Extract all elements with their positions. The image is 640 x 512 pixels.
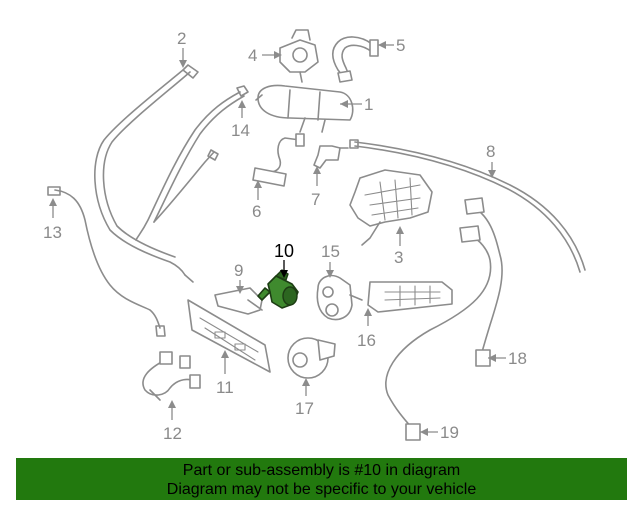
callout-19: 19 — [420, 423, 459, 442]
part-13-line[interactable] — [47, 186, 166, 337]
part-14-vacuum-line[interactable] — [135, 85, 249, 241]
callout-12: 12 — [163, 400, 182, 443]
part-4-valve[interactable] — [279, 29, 319, 83]
callout-9: 9 — [234, 261, 244, 294]
callout-15-label: 15 — [321, 242, 340, 261]
part-10-highlighted-valve[interactable] — [257, 269, 299, 309]
part-5-hose[interactable] — [331, 36, 379, 83]
callout-2-label: 2 — [177, 29, 186, 48]
callout-16: 16 — [357, 308, 376, 350]
part-19-sensor[interactable] — [385, 225, 492, 441]
part-1-canister[interactable] — [255, 84, 354, 133]
callout-10: 10 — [274, 241, 294, 278]
callout-15: 15 — [321, 242, 340, 278]
part-12-hose[interactable] — [142, 351, 201, 401]
callout-2: 2 — [177, 29, 187, 68]
callout-1-label: 1 — [364, 95, 373, 114]
callout-17-label: 17 — [295, 399, 314, 418]
part-6-hose[interactable] — [252, 133, 305, 187]
callout-7: 7 — [311, 166, 321, 209]
callout-17: 17 — [295, 378, 314, 418]
callout-4-label: 4 — [248, 46, 257, 65]
callout-7-label: 7 — [311, 190, 320, 209]
part-7-connector[interactable] — [313, 145, 349, 169]
callout-3: 3 — [394, 226, 404, 267]
callout-18: 18 — [488, 349, 527, 368]
callout-18-label: 18 — [508, 349, 527, 368]
callout-14: 14 — [231, 100, 250, 140]
callout-11: 11 — [216, 350, 234, 397]
part-17-valve[interactable] — [287, 337, 336, 379]
callout-8: 8 — [486, 142, 496, 178]
callout-1: 1 — [340, 95, 373, 114]
callout-14-label: 14 — [231, 121, 250, 140]
callout-11-label: 11 — [216, 378, 234, 397]
banner-line-disclaimer: Diagram may not be specific to your vehi… — [166, 481, 477, 498]
info-banner: Part or sub-assembly is #10 in diagram D… — [16, 458, 627, 500]
banner-line-part-reference: Part or sub-assembly is #10 in diagram — [182, 462, 461, 479]
callout-13-label: 13 — [43, 223, 62, 242]
callout-19-label: 19 — [440, 423, 459, 442]
part-8-tube[interactable] — [349, 139, 586, 273]
part-3-bracket[interactable] — [349, 169, 433, 246]
part-15-sensor[interactable] — [316, 274, 363, 321]
part-11-shield[interactable] — [187, 299, 271, 373]
callout-10-label: 10 — [274, 241, 294, 261]
parts-diagram: 1 2 3 4 5 6 7 8 9 10 — [43, 29, 586, 443]
callout-6: 6 — [252, 180, 262, 221]
callout-13: 13 — [43, 198, 62, 242]
callout-16-label: 16 — [357, 331, 376, 350]
callout-9-label: 9 — [234, 261, 243, 280]
callout-3-label: 3 — [394, 248, 403, 267]
callout-4: 4 — [248, 46, 282, 65]
callout-8-label: 8 — [486, 142, 495, 161]
part-9-bracket[interactable] — [214, 287, 263, 315]
part-2-vapor-line[interactable] — [94, 64, 199, 283]
callout-5-label: 5 — [396, 36, 405, 55]
callout-12-label: 12 — [163, 424, 182, 443]
callout-5: 5 — [378, 36, 405, 55]
callout-6-label: 6 — [252, 202, 261, 221]
part-16-module[interactable] — [367, 281, 453, 313]
part-18-sensor[interactable] — [464, 197, 503, 367]
